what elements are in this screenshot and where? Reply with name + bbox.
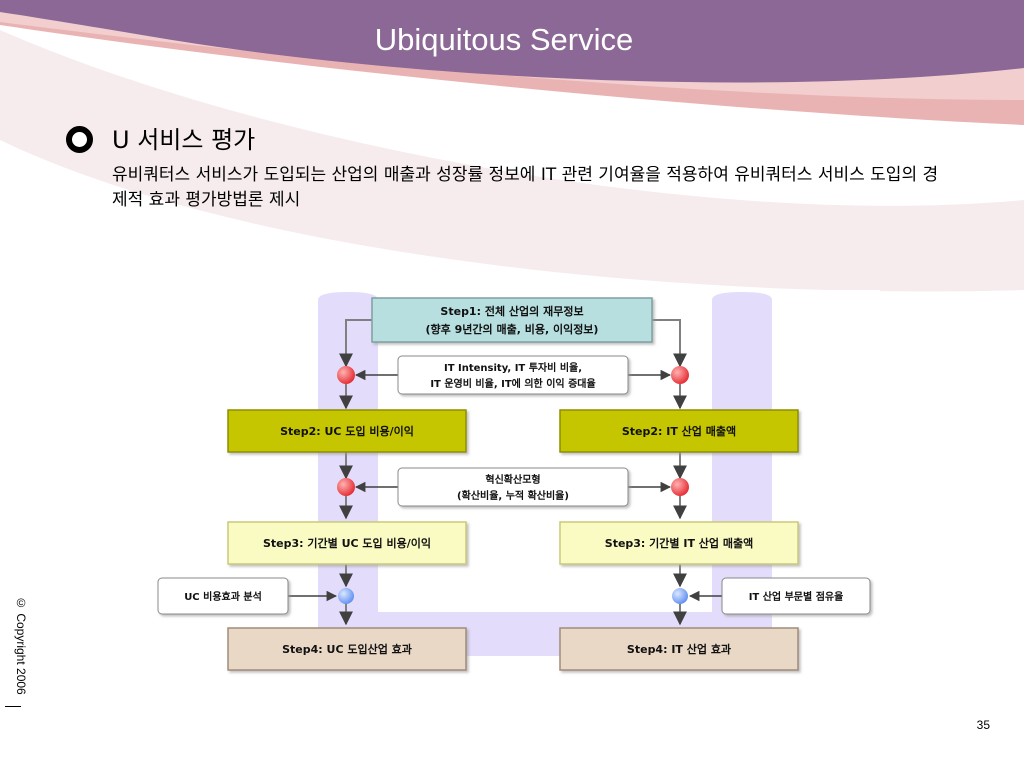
right-junction-node-1 (671, 366, 689, 384)
ring-bullet-icon (66, 126, 93, 153)
right-step4-box: Step4: IT 산업 효과 (559, 627, 799, 671)
center-input1-line1: IT Intensity, IT 투자비 비율, (444, 361, 582, 374)
right-input-box: IT 산업 부문별 점유율 (721, 577, 871, 615)
background-wash (0, 30, 1024, 292)
header-purple-band (0, 0, 1024, 83)
right-step4-label: Step4: IT 산업 효과 (627, 642, 731, 656)
right-junction-node-3 (672, 588, 688, 604)
left-input-box: UC 비용효과 분석 (157, 577, 289, 615)
right-input-label: IT 산업 부문별 점유율 (749, 590, 844, 603)
center-input2-line2: (확산비율, 누적 확산비율) (457, 489, 569, 502)
left-junction-node-3 (338, 588, 354, 604)
left-step4-box: Step4: UC 도입산업 효과 (227, 627, 467, 671)
left-junction-node-1 (337, 366, 355, 384)
center-input-box-1: IT Intensity, IT 투자비 비율, IT 운영비 비율, IT에 … (397, 355, 629, 395)
copyright-divider (5, 706, 21, 707)
right-junction-node-2 (671, 478, 689, 496)
evaluation-flow-diagram: Step1: 전체 산업의 재무정보 (향후 9년간의 매출, 비용, 이익정보… (150, 290, 880, 682)
body-text: 유비쿼터스 서비스가 도입되는 산업의 매출과 성장률 정보에 IT 관련 기여… (112, 165, 939, 210)
step1-to-right-line (652, 319, 687, 368)
copyright-label: © Copyright 2006 (14, 596, 28, 695)
right-step2-box: Step2: IT 산업 매출액 (559, 409, 799, 453)
step1-line1: Step1: 전체 산업의 재무정보 (440, 304, 583, 318)
right-step3-box: Step3: 기간별 IT 산업 매출액 (559, 521, 799, 565)
step1-box: Step1: 전체 산업의 재무정보 (향후 9년간의 매출, 비용, 이익정보… (371, 297, 653, 343)
center-input-box-2: 혁신확산모형 (확산비율, 누적 확산비율) (397, 467, 629, 507)
left-step2-label: Step2: UC 도입 비용/이익 (280, 424, 414, 438)
left-step3-box: Step3: 기간별 UC 도입 비용/이익 (227, 521, 467, 565)
center-input2-line1: 혁신확산모형 (485, 473, 540, 486)
left-step3-label: Step3: 기간별 UC 도입 비용/이익 (263, 536, 431, 550)
center-input1-line2: IT 운영비 비율, IT에 의한 이익 증대율 (430, 377, 595, 390)
left-step2-box: Step2: UC 도입 비용/이익 (227, 409, 467, 453)
bullet-heading: U 서비스 평가 (112, 126, 256, 154)
step1-line2: (향후 9년간의 매출, 비용, 이익정보) (426, 322, 599, 336)
left-input-label: UC 비용효과 분석 (184, 590, 262, 603)
right-step3-label: Step3: 기간별 IT 산업 매출액 (605, 536, 753, 550)
step1-to-left-line (339, 319, 372, 368)
right-step2-label: Step2: IT 산업 매출액 (622, 424, 736, 438)
slide-title: Ubiquitous Service (374, 22, 634, 57)
left-step4-label: Step4: UC 도입산업 효과 (282, 642, 412, 656)
page-number: 35 (976, 718, 990, 732)
left-junction-node-2 (337, 478, 355, 496)
